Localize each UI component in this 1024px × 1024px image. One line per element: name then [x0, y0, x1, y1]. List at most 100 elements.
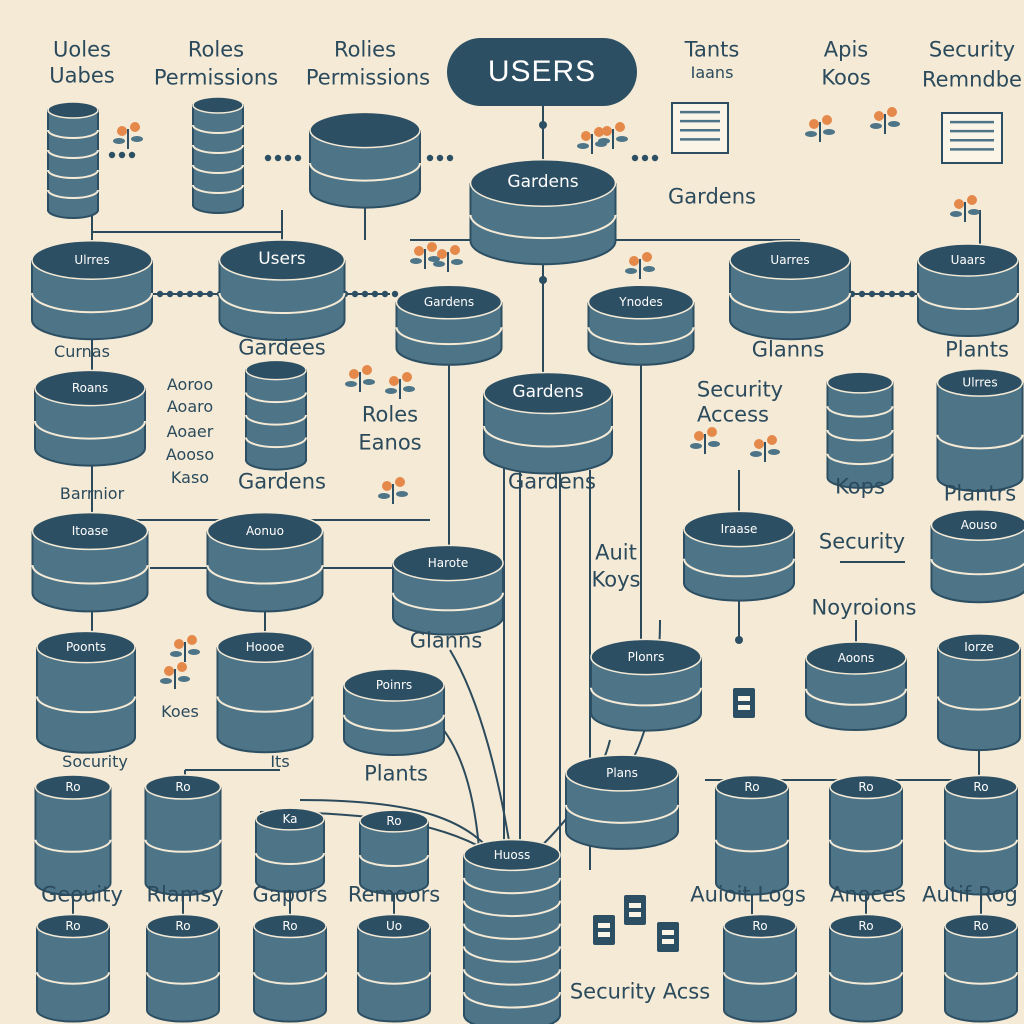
connector-tip — [539, 276, 547, 284]
db-node-label: Ro — [65, 780, 80, 794]
db-node-label: Iorze — [964, 640, 994, 654]
db-node-r4-2: Aonuo — [206, 511, 324, 613]
link-dot — [908, 290, 916, 298]
db-node-label: Plans — [606, 766, 638, 780]
db-node-label: Ynodes — [618, 295, 663, 309]
db-node-r3-2 — [245, 359, 307, 471]
link-dot — [858, 290, 866, 298]
link-dot — [264, 154, 272, 162]
label-access: Access — [697, 402, 769, 427]
db-node-plants-hub: Plans — [565, 754, 679, 850]
db-node-r2-5: Uarres — [729, 240, 851, 341]
label-geouity: Geouity — [41, 882, 123, 907]
plant-icon — [598, 122, 628, 149]
db-node-r7-1: Ro — [36, 913, 110, 1023]
db-node-r7-4: Uo — [357, 913, 431, 1023]
link-dot — [206, 290, 214, 298]
link-dot — [391, 290, 399, 298]
link-dot — [426, 154, 434, 162]
db-node-label: Poinrs — [376, 678, 412, 692]
link-dot — [651, 154, 659, 162]
db-node-label: Ro — [973, 780, 988, 794]
label-plantrs: Plantrs — [943, 481, 1017, 506]
db-node-label: Ro — [282, 919, 297, 933]
db-node-label: Hoooe — [246, 640, 284, 654]
label-rlamsy: Rlamsy — [146, 882, 224, 907]
label-security-mid: Security — [696, 377, 784, 402]
label-glanns-center: Glanns — [409, 628, 483, 653]
label-plants-right: Plants — [945, 337, 1009, 362]
db-node-r2-6: Uaars — [917, 243, 1019, 337]
link-dot — [868, 290, 876, 298]
db-node-top-2 — [192, 96, 244, 214]
key-tag-icon — [593, 915, 615, 945]
label-koys: Koys — [591, 567, 641, 592]
db-node-r5-4: Plonrs — [590, 638, 702, 732]
db-node-label: Huoss — [494, 848, 530, 862]
link-dot — [371, 290, 379, 298]
db-node-gardens-mid: Gardens — [483, 371, 613, 475]
label-barrnior: Barrnior — [59, 484, 125, 503]
label-its: Its — [270, 752, 290, 771]
label-koes: Koes — [161, 702, 199, 721]
connector-tip — [735, 636, 743, 644]
link-dot — [446, 154, 454, 162]
document-icon — [671, 102, 729, 154]
db-node-label: Ro — [858, 919, 873, 933]
label-gardees: Gardees — [238, 335, 326, 360]
plant-icon — [950, 195, 980, 222]
key-tag-icon — [733, 688, 755, 718]
db-node-label: Gardens — [512, 382, 583, 402]
db-node-label: Ka — [282, 812, 297, 826]
db-node-label: Ro — [752, 919, 767, 933]
db-node-gardens-main: Gardens — [469, 159, 617, 266]
db-node-r7-5: Ro — [723, 913, 797, 1023]
label-security-acss: Security Acss — [569, 979, 711, 1004]
db-node-r4-5: Aouso — [930, 509, 1024, 604]
document-icon — [941, 112, 1003, 164]
label-remoors: Remoors — [347, 882, 441, 907]
label-kaso: Kaso — [170, 468, 210, 487]
label-glanns-right: Glanns — [751, 337, 825, 362]
db-node-bottom-hub: Huoss — [463, 838, 561, 1024]
link-dot — [641, 154, 649, 162]
plant-icon — [160, 662, 190, 689]
plant-icon — [378, 477, 408, 504]
db-node-label: Ro — [386, 814, 401, 828]
link-dot — [186, 290, 194, 298]
link-dot — [294, 154, 302, 162]
label-gardens-top: Gardens — [668, 184, 756, 209]
db-node-label: Iraase — [721, 522, 758, 536]
plant-icon — [113, 122, 143, 149]
label-iaans: Iaans — [690, 63, 734, 82]
label-aoaro: Aoaro — [166, 397, 214, 416]
connector-curve — [449, 649, 513, 861]
label-roles-mid: Roles — [361, 402, 419, 427]
label-aoaer: Aoaer — [166, 422, 214, 441]
db-node-label: Users — [258, 249, 306, 269]
db-node-r5-1: Poonts — [36, 630, 136, 754]
link-dot — [631, 154, 639, 162]
db-node-r7-3: Ro — [253, 913, 327, 1023]
db-node-label: Gardens — [424, 295, 474, 309]
label-rolies: Rolies — [333, 37, 397, 62]
label-permissions-2: Permissions — [305, 65, 431, 90]
plant-icon — [385, 372, 415, 399]
label-kops: Kops — [835, 474, 885, 499]
link-dot — [284, 154, 292, 162]
link-dot — [436, 154, 444, 162]
label-koos: Koos — [821, 65, 871, 90]
link-dot — [898, 290, 906, 298]
db-node-r7-6: Ro — [829, 913, 903, 1023]
db-node-label: Ro — [858, 780, 873, 794]
db-node-r7-2: Ro — [146, 913, 220, 1023]
db-node-r2-1: Ulrres — [31, 240, 153, 341]
plant-icon — [690, 427, 720, 454]
db-node-label: Ro — [175, 780, 190, 794]
db-node-r5-5: Aoons — [805, 641, 907, 731]
db-node-r6-6: Ro — [829, 774, 903, 896]
link-dot — [128, 151, 136, 159]
label-aoroo: Aoroo — [166, 375, 214, 394]
db-node-r5-6: Iorze — [937, 633, 1021, 752]
